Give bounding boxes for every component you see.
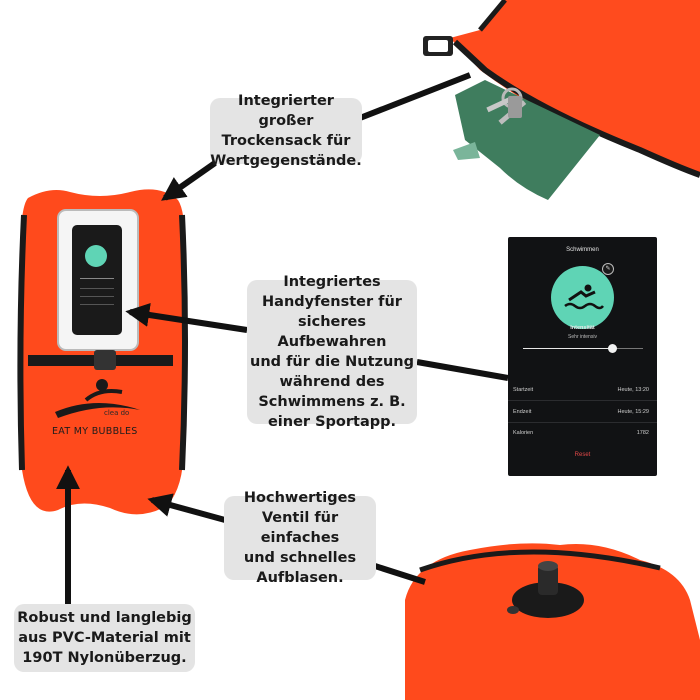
list-item: Endzeit Heute, 15:29 — [513, 409, 649, 415]
callout-line: Robust und langlebig — [17, 610, 192, 626]
brand-name: EAT MY BUBBLES — [52, 426, 138, 437]
callout-line: Hochwertiges — [243, 490, 357, 506]
divider — [508, 400, 657, 401]
callout-line: Ventil für einfaches — [260, 510, 340, 546]
list-item: Startzeit Heute, 13:20 — [513, 387, 649, 393]
callout-line: Schwimmens z. B. — [258, 394, 406, 410]
callout-line: und schnelles — [243, 550, 357, 566]
callout-material: Robust und langlebig aus PVC-Material mi… — [14, 604, 195, 672]
callout-line: Integriertes — [283, 274, 381, 290]
reset-button[interactable]: Reset — [574, 452, 591, 458]
divider — [508, 422, 657, 423]
callout-line: Integrierter großer — [238, 93, 334, 129]
intensity-slider-handle[interactable] — [608, 344, 617, 353]
callout-line: Aufblasen. — [256, 570, 344, 586]
pencil-icon[interactable]: ✎ — [602, 263, 614, 275]
row-label: Startzeit — [513, 387, 534, 393]
arrow-icon — [56, 72, 509, 605]
callout-line: Wertgegenstände. — [210, 153, 362, 169]
row-value: Heute, 13:20 — [617, 387, 650, 393]
key-icon — [486, 87, 527, 125]
callout-line: einer Sportapp. — [267, 414, 397, 430]
valve-icon — [507, 561, 584, 618]
row-value: Heute, 15:29 — [617, 409, 650, 415]
callout-line: aus PVC-Material mit — [18, 630, 191, 646]
intensity-slider-fill — [523, 348, 613, 349]
callout-line: Handyfenster für — [262, 294, 402, 310]
callout-phone-window: Integriertes Handyfenster für sicheres A… — [247, 274, 417, 430]
swimmer-icon — [564, 284, 604, 310]
valve-photo — [405, 543, 700, 700]
buoy-photo — [17, 189, 188, 515]
list-item: Kalorien 1782 — [513, 430, 649, 436]
dry-bag-photo — [423, 0, 700, 200]
row-value: 1782 — [636, 430, 649, 436]
callout-line: Trockensack für — [221, 133, 351, 149]
row-label: Endzeit — [513, 409, 532, 415]
activity-badge — [551, 266, 614, 329]
app-screenshot: Schwimmen ✎ Intensität Sehr intensiv Sta… — [508, 237, 657, 476]
row-label: Kalorien — [513, 430, 534, 436]
app-title: Schwimmen — [566, 247, 599, 253]
intensity-value: Sehr intensiv — [568, 334, 597, 340]
intensity-label: Intensität — [570, 325, 595, 331]
callout-line: 190T Nylonüberzug. — [22, 650, 187, 666]
callout-valve: Hochwertiges Ventil für einfaches und sc… — [224, 490, 376, 586]
callout-line: und für die Nutzung — [250, 354, 414, 370]
callout-line: während des — [279, 374, 385, 390]
callout-drybag: Integrierter großer Trockensack für Wert… — [210, 93, 362, 169]
brand-subtitle: clea do — [104, 409, 130, 417]
callout-line: sicheres Aufbewahren — [277, 314, 387, 350]
